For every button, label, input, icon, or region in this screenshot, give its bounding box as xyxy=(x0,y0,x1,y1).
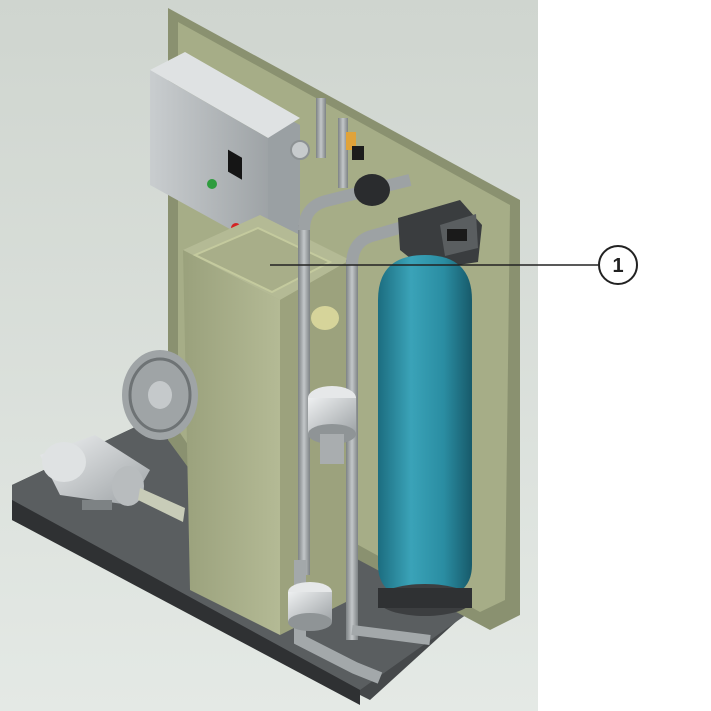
pipe-right-bend xyxy=(346,216,422,266)
pipe-left-vertical xyxy=(298,225,310,575)
softener-tank xyxy=(378,255,472,600)
inlet-gauge xyxy=(290,140,310,160)
pipe-right-vertical xyxy=(346,260,358,640)
status-lamp-green xyxy=(207,179,217,189)
inlet-valve-handle xyxy=(346,132,356,150)
filter-housing-lower-bottom xyxy=(288,613,332,631)
filter-housing-upper-neck xyxy=(320,434,344,464)
control-box xyxy=(150,70,268,250)
brine-lid xyxy=(192,226,333,294)
control-box-side xyxy=(268,108,300,245)
pump-foot xyxy=(82,500,112,510)
brine-cabinet-side xyxy=(280,260,350,635)
inlet-actuator xyxy=(352,146,364,160)
pump-outlet-pipe xyxy=(138,488,185,522)
inlet-valve-pipe xyxy=(316,98,326,158)
cabinet-fitting xyxy=(311,306,339,330)
callout-marker xyxy=(598,245,638,285)
control-box-display xyxy=(228,149,242,180)
tank-base-ring xyxy=(378,588,472,608)
valve-motor xyxy=(354,174,390,206)
callout-label-1: 1 xyxy=(612,255,623,277)
blower-ring xyxy=(128,357,192,433)
control-box-top xyxy=(150,52,300,138)
blower-hub xyxy=(148,381,172,409)
valve-head xyxy=(398,200,482,270)
valve-display xyxy=(447,229,467,241)
brine-cabinet-front xyxy=(183,250,280,635)
pipe-drain-run xyxy=(351,625,431,645)
pipe-top-bend xyxy=(298,174,412,231)
base-plate-edge xyxy=(12,500,360,705)
pump-end xyxy=(112,466,144,506)
inlet-valve-pipe-2 xyxy=(338,118,348,188)
pump-head xyxy=(42,442,86,482)
